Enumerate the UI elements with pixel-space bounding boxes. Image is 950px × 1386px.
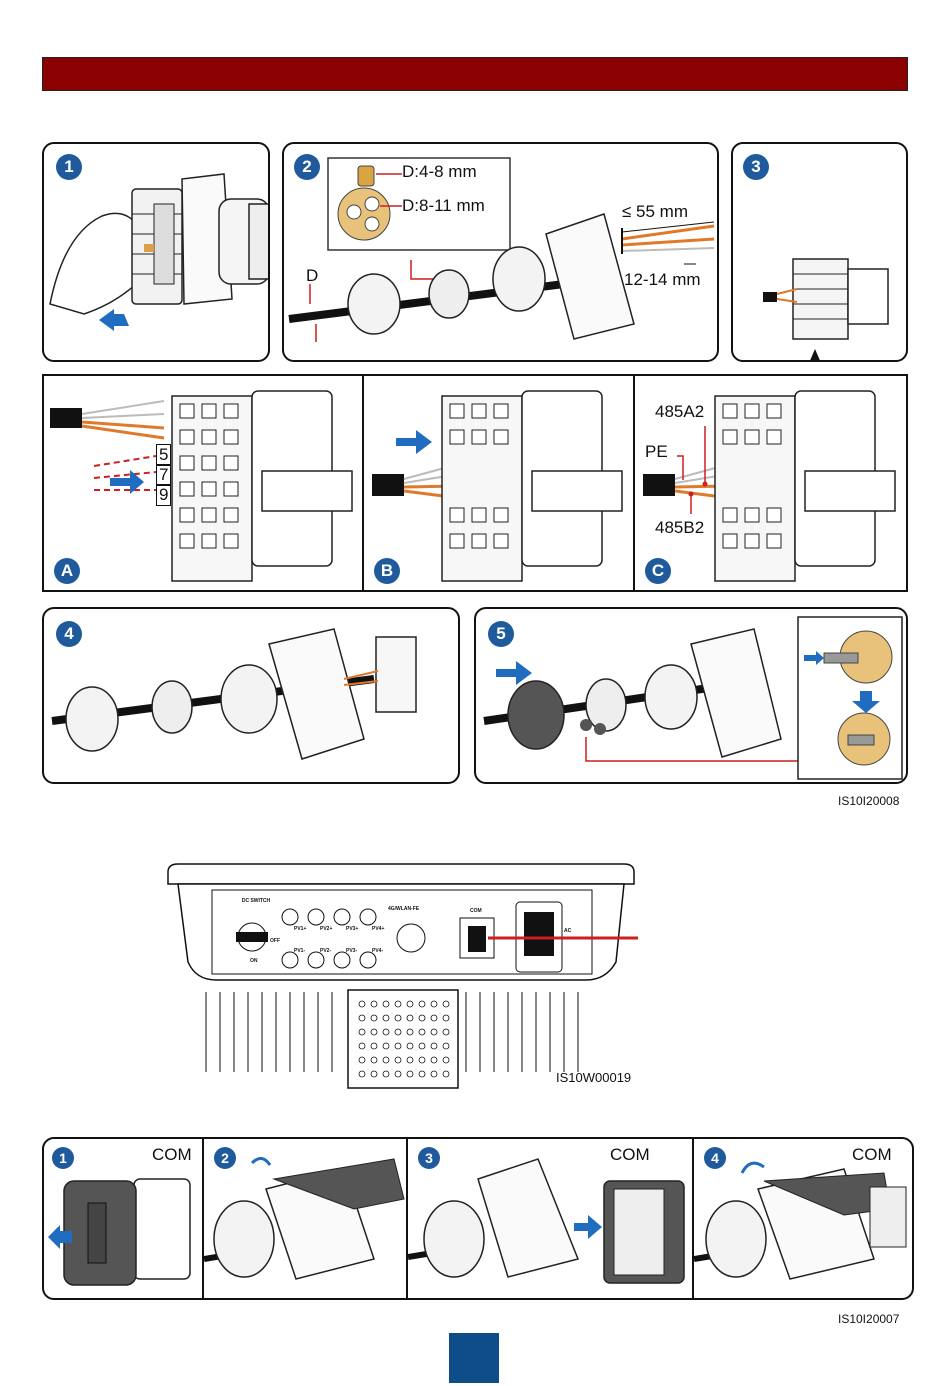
com-step-4: 4 COM: [694, 1139, 912, 1298]
step-2-panel: 2 D:4-8 mm D:8-11 mm ≤ 55 mm 12-14 mm D: [282, 142, 719, 362]
pin-9-label: 9: [156, 484, 171, 506]
off-label: OFF: [270, 938, 280, 944]
step-5-panel: 5: [474, 607, 908, 784]
connector-reassembly-illustration: [44, 609, 460, 784]
com-lock-lever-illustration: [204, 1139, 406, 1298]
on-label: ON: [250, 958, 258, 964]
step-4-panel: 4: [42, 607, 460, 784]
wire-485b2-label: 485B2: [655, 518, 704, 538]
figure-3-code: IS10I20007: [838, 1312, 899, 1326]
cable-assembly-illustration: [284, 144, 719, 362]
dc-switch-label: DC SWITCH: [240, 898, 272, 904]
wire-seated-illustration: [364, 376, 633, 590]
pin-7-label: 7: [156, 464, 171, 486]
sub-step-badge-a: A: [54, 558, 80, 584]
pv-label-3: PV3+: [346, 926, 358, 932]
step-3-panel: 3: [731, 142, 908, 362]
wire-insertion-illustration: [44, 376, 362, 590]
sub-step-b: B: [364, 376, 633, 590]
pin-5-label: 5: [156, 444, 171, 466]
ac-port-label: AC: [564, 928, 571, 934]
section-banner: [42, 57, 908, 91]
figure-2-code: IS10W00019: [556, 1070, 631, 1085]
terminal-block-illustration: [733, 144, 908, 362]
com-step-2: 2: [204, 1139, 406, 1298]
com-step-3: 3 COM: [408, 1139, 692, 1298]
com-port-label: COM: [470, 908, 482, 914]
pv-label-8: PV4-: [372, 948, 383, 954]
wire-485a2-label: 485A2: [655, 402, 704, 422]
page-number-block: [449, 1333, 499, 1383]
dim-large-label: D:8-11 mm: [402, 196, 485, 216]
inverter-illustration: [166, 862, 646, 1092]
com-step-1: 1 COM: [44, 1139, 202, 1298]
strip-end-label: 12-14 mm: [624, 270, 701, 290]
pv-label-4: PV4+: [372, 926, 384, 932]
pv-label-1: PV1+: [294, 926, 306, 932]
figure-1-code: IS10I20008: [838, 794, 899, 808]
wire-pe-label: PE: [645, 442, 668, 462]
dim-small-label: D:4-8 mm: [402, 162, 477, 182]
connector-removal-illustration: [44, 144, 270, 362]
pv-label-7: PV3-: [346, 948, 357, 954]
strip-length-label: ≤ 55 mm: [622, 202, 688, 222]
step-1-panel: 1: [42, 142, 270, 362]
diameter-label: D: [306, 266, 318, 286]
sub-step-a: 5 7 9 A: [44, 376, 362, 590]
com-terminal-insertion-illustration: [408, 1139, 692, 1298]
sub-step-badge-c: C: [645, 558, 671, 584]
antenna-label: 4G/WLAN-FE: [388, 906, 419, 912]
pv-label-5: PV1-: [294, 948, 305, 954]
inverter-bottom-view: DC SWITCH OFF ON 4G/WLAN-FE COM AC PV1+ …: [166, 862, 646, 1092]
com-cap-removal-illustration: [44, 1139, 202, 1298]
sub-step-c: 485A2 PE 485B2 C: [635, 376, 906, 590]
seal-insertion-illustration: [476, 609, 908, 784]
com-lock-close-illustration: [694, 1139, 912, 1298]
pv-label-2: PV2+: [320, 926, 332, 932]
pv-label-6: PV2-: [320, 948, 331, 954]
sub-step-badge-b: B: [374, 558, 400, 584]
